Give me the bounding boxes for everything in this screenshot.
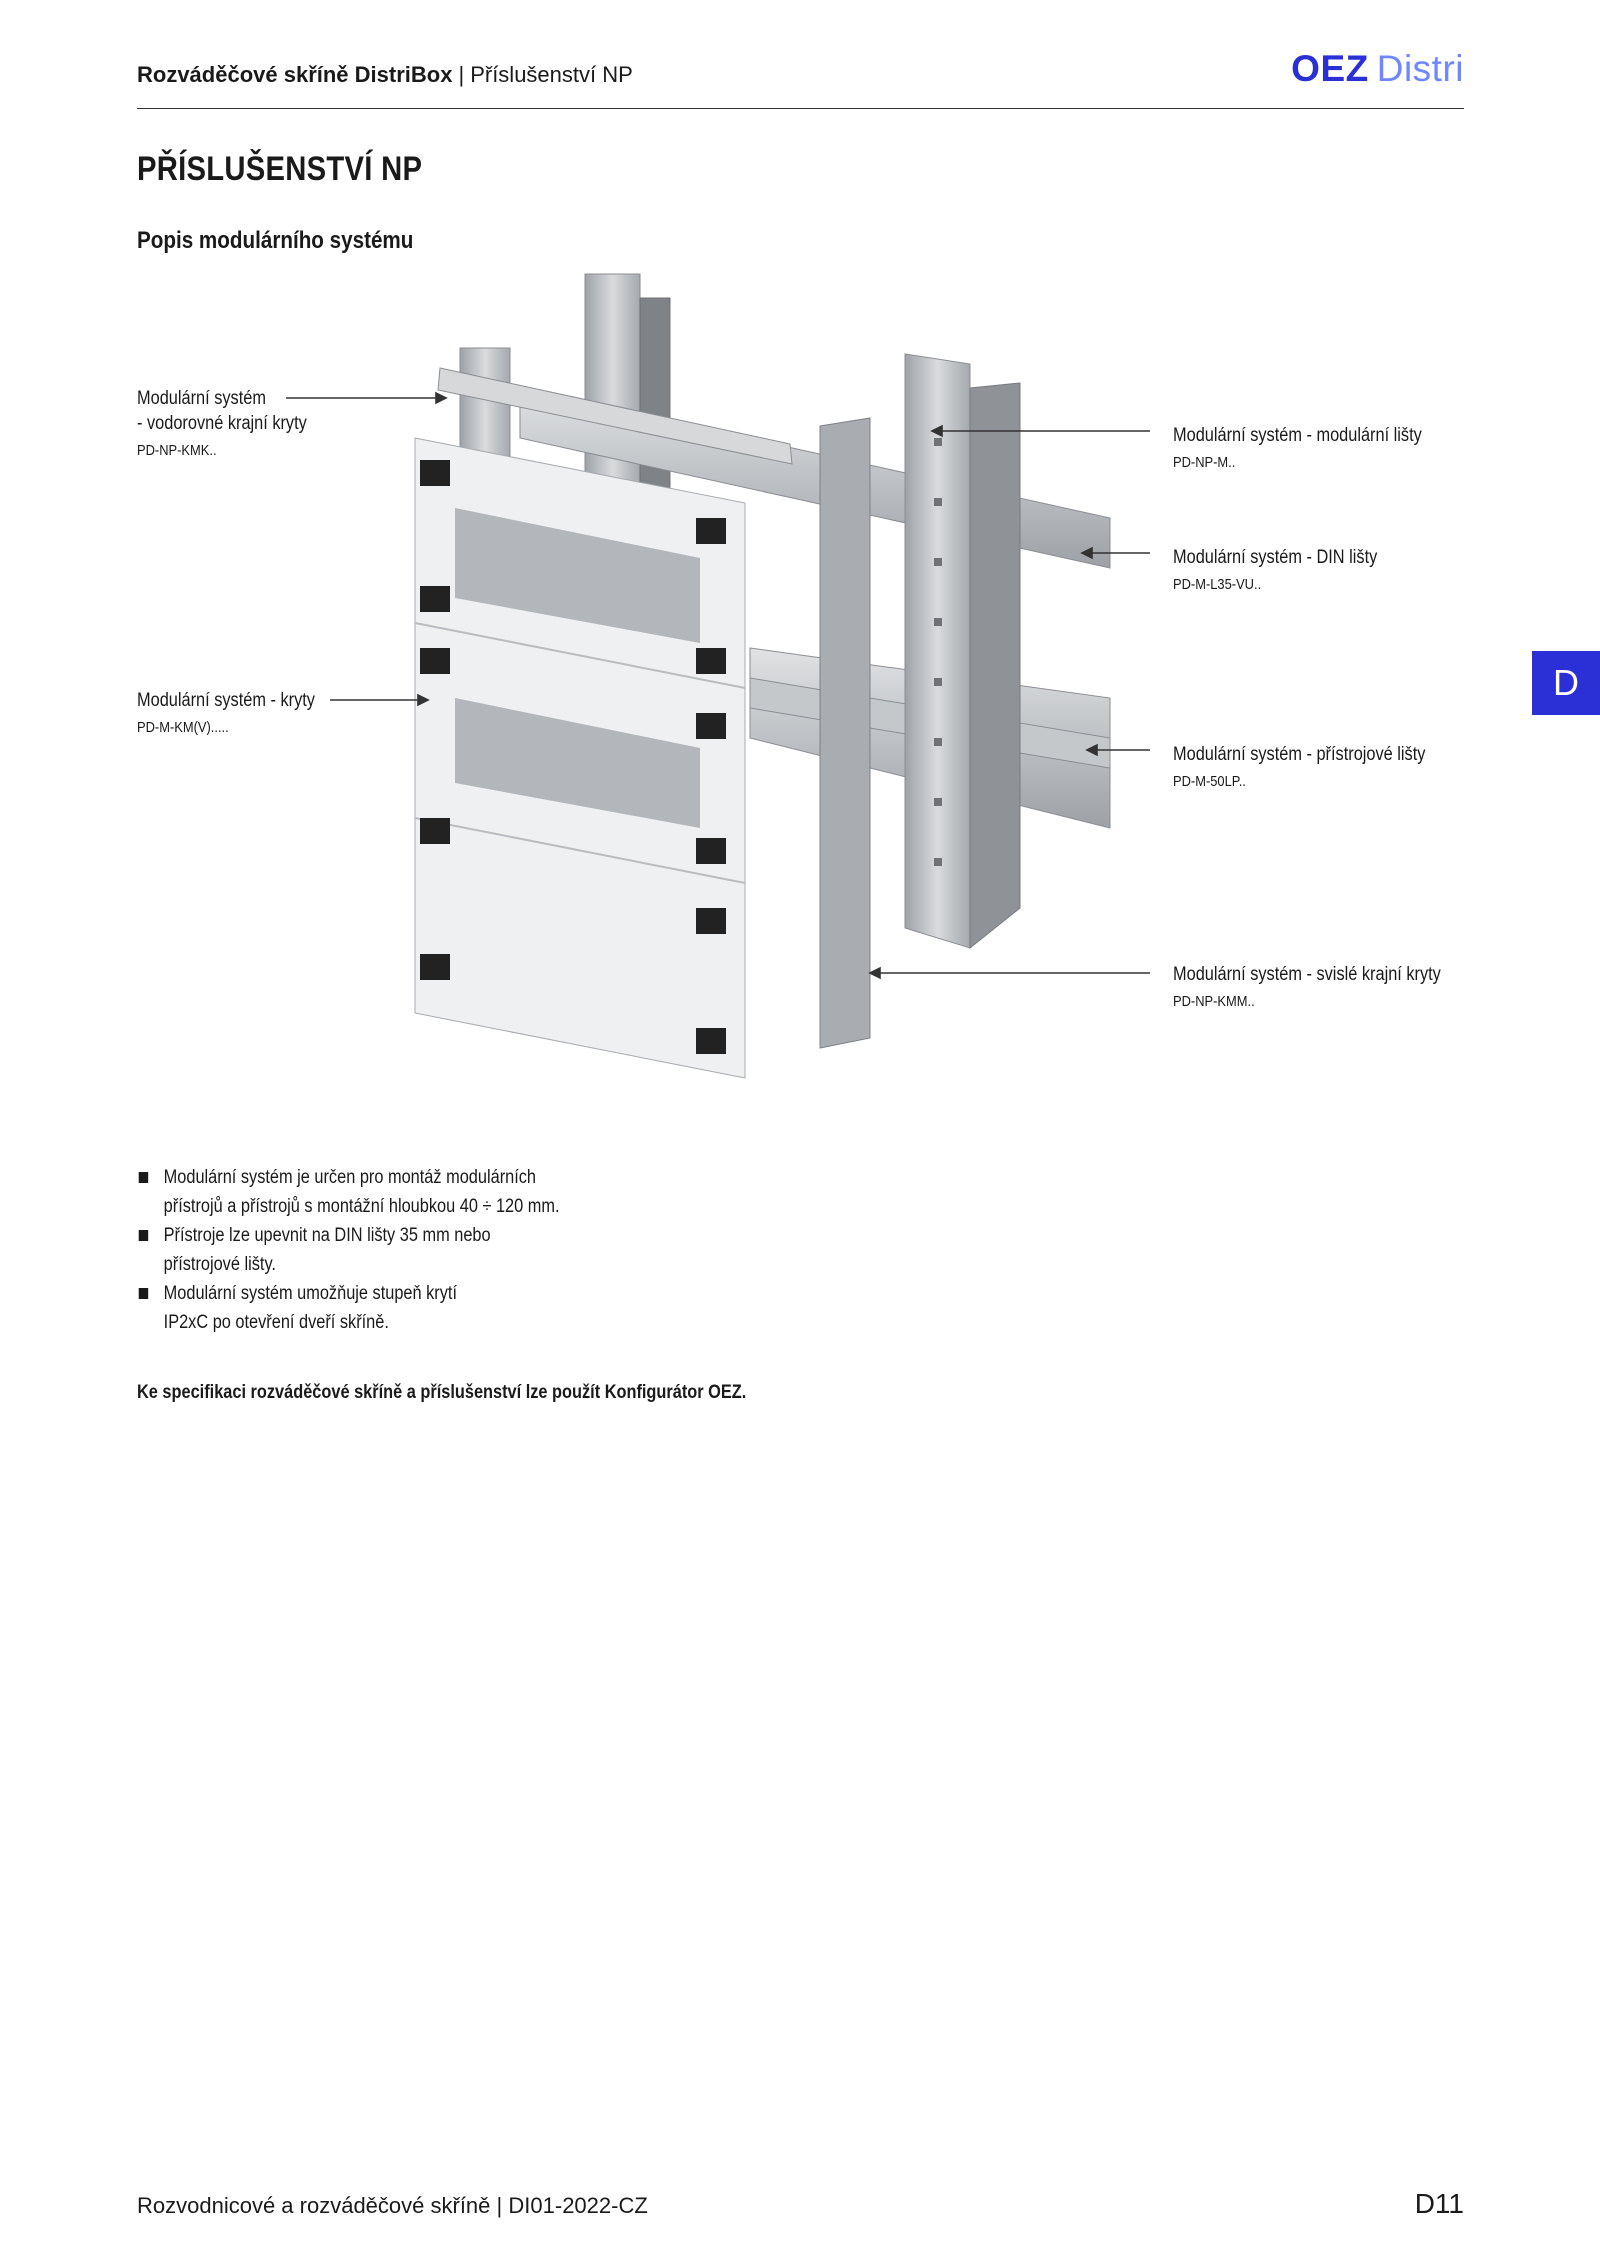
footer-doc-code: DI01-2022-CZ: [508, 2193, 648, 2218]
header-divider: [137, 108, 1464, 109]
footer-separator: |: [496, 2193, 503, 2218]
header-title-regular: Příslušenství NP: [470, 62, 633, 87]
header-title: Rozváděčové skříně DistriBox|Příslušenst…: [137, 62, 633, 88]
header-separator: |: [458, 62, 465, 87]
modular-rail: [904, 353, 1021, 950]
configurator-note: Ke specifikaci rozváděčové skříně a přís…: [137, 1382, 747, 1403]
callout-horizontal-end-covers: Modulární systém - vodorovné krajní kryt…: [137, 386, 307, 463]
list-item-text: přístrojové lišty.: [163, 1254, 276, 1275]
callout-device-rails: Modulární systém - přístrojové lišty PD-…: [1173, 742, 1425, 794]
bullet-square-icon: [138, 1230, 149, 1241]
horizontal-end-cover: [437, 367, 793, 465]
page-number: D11: [1414, 2188, 1464, 2219]
callout-code: PD-NP-KMM..: [1173, 993, 1255, 1010]
callout-text: Modulární systém - DIN lišty: [1173, 547, 1378, 568]
callout-text: Modulární systém - svislé krajní kryty: [1173, 964, 1441, 985]
feature-list: Modulární systém je určen pro montáž mod…: [137, 1163, 697, 1337]
list-item-text: IP2xC po otevření dveří skříně.: [163, 1312, 389, 1333]
logo-distri: Distri: [1376, 48, 1464, 89]
section-tab-d[interactable]: D: [1532, 651, 1600, 715]
footer-text: Rozvodnicové a rozváděčové skříně | DI01…: [137, 2193, 648, 2219]
callout-code: PD-M-L35-VU..: [1173, 576, 1262, 593]
list-item-text: přístrojů a přístrojů s montážní hloubko…: [163, 1196, 560, 1217]
callout-lines: [286, 391, 1150, 980]
callout-text: - vodorovné krajní kryty: [137, 413, 307, 434]
callout-code: PD-NP-M..: [1173, 454, 1236, 471]
footer-title: Rozvodnicové a rozváděčové skříně: [137, 2193, 491, 2218]
list-item-text: Modulární systém umožňuje stupeň krytí: [163, 1283, 458, 1304]
callout-covers: Modulární systém - kryty PD-M-KM(V).....: [137, 688, 315, 740]
list-item: Přístroje lze upevnit na DIN lišty 35 mm…: [137, 1221, 697, 1279]
cover-panels: [414, 437, 746, 1079]
callout-text: Modulární systém - modulární lišty: [1173, 425, 1422, 446]
callout-text: Modulární systém - kryty: [137, 690, 315, 711]
callout-din-rails: Modulární systém - DIN lišty PD-M-L35-VU…: [1173, 545, 1377, 597]
list-item-text: Přístroje lze upevnit na DIN lišty 35 mm…: [163, 1225, 491, 1246]
callout-code: PD-M-50LP..: [1173, 773, 1246, 790]
logo-oez: OEZ: [1291, 48, 1369, 89]
bullet-square-icon: [138, 1172, 149, 1183]
list-item: Modulární systém je určen pro montáž mod…: [137, 1163, 697, 1221]
section-title: Popis modulárního systému: [137, 227, 414, 254]
list-item-text: Modulární systém je určen pro montáž mod…: [163, 1167, 537, 1188]
callout-code: PD-NP-KMK..: [137, 442, 217, 459]
page-title: PŘÍSLUŠENSTVÍ NP: [137, 150, 423, 188]
callout-code: PD-M-KM(V).....: [137, 719, 229, 736]
vertical-end-cover: [819, 417, 871, 1049]
callout-modular-rails: Modulární systém - modulární lišty PD-NP…: [1173, 423, 1422, 475]
bullet-square-icon: [138, 1288, 149, 1299]
modular-system-illustration: [414, 273, 1111, 1079]
callout-text: Modulární systém - přístrojové lišty: [1173, 744, 1426, 765]
header-title-bold: Rozváděčové skříně DistriBox: [137, 62, 453, 87]
callout-text: Modulární systém: [137, 388, 266, 409]
callout-vertical-end-covers: Modulární systém - svislé krajní kryty P…: [1173, 962, 1441, 1014]
